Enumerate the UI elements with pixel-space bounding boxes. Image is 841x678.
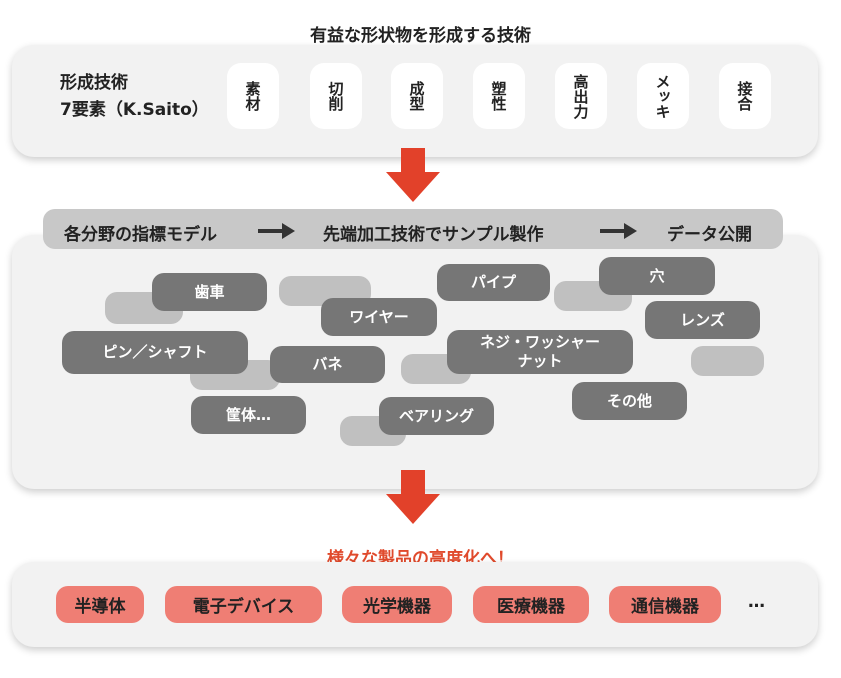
part-pill-other: その他	[572, 382, 687, 420]
page-title: 有益な形状物を形成する技術	[310, 26, 531, 46]
technology-label-line1: 形成技術	[60, 73, 128, 93]
tech-tile-label: 高出力	[571, 73, 590, 119]
part-pill-gear: 歯車	[152, 273, 267, 311]
tech-tile-cutting: 切削	[310, 63, 362, 129]
tech-tile-label: 素材	[243, 81, 262, 111]
decor-pill	[691, 346, 764, 376]
tech-tile-label: メッキ	[653, 73, 672, 119]
tech-tile-label: 成型	[407, 81, 426, 111]
right-arrow-icon	[600, 223, 637, 239]
tech-tile-label: 塑性	[489, 81, 508, 111]
right-arrow-icon	[258, 223, 295, 239]
product-pill-electronic-devices: 電子デバイス	[165, 586, 322, 623]
product-pill-communication-equipment: 通信機器	[609, 586, 721, 623]
tech-tile-molding: 成型	[391, 63, 443, 129]
part-pill-wire: ワイヤー	[321, 298, 437, 336]
down-arrow-icon	[386, 148, 440, 202]
tech-tile-joining: 接合	[719, 63, 771, 129]
part-pill-lens: レンズ	[645, 301, 760, 339]
part-pill-pin-shaft: ピン／シャフト	[62, 331, 248, 374]
part-pill-pipe: パイプ	[437, 264, 550, 301]
down-arrow-icon	[386, 470, 440, 524]
part-pill-hole: 穴	[599, 257, 715, 295]
product-pill-semiconductor: 半導体	[56, 586, 144, 623]
technology-label-line2: 7要素（K.Saito）	[60, 100, 209, 120]
flow-step-samples: 先端加工技術でサンプル製作	[323, 225, 544, 245]
part-pill-screw-washer-nut: ネジ・ワッシャー ナット	[447, 330, 633, 374]
tech-tile-plating: メッキ	[637, 63, 689, 129]
tech-tile-label: 切削	[326, 81, 345, 111]
part-pill-housing: 筐体…	[191, 396, 306, 434]
tech-tile-high-power: 高出力	[555, 63, 607, 129]
part-pill-spring: バネ	[270, 346, 385, 383]
flow-bar	[43, 209, 783, 249]
product-pill-medical-equipment: 医療機器	[473, 586, 589, 623]
tech-tile-label: 接合	[735, 81, 754, 111]
part-pill-bearing: ベアリング	[379, 397, 494, 435]
products-more: …	[748, 592, 765, 612]
tech-tile-plastic-working: 塑性	[473, 63, 525, 129]
flow-step-data-release: データ公開	[667, 225, 752, 245]
tech-tile-material: 素材	[227, 63, 279, 129]
technology-label: 形成技術 7要素（K.Saito）	[60, 70, 209, 124]
flow-step-models: 各分野の指標モデル	[64, 225, 217, 245]
product-pill-optical-equipment: 光学機器	[342, 586, 452, 623]
